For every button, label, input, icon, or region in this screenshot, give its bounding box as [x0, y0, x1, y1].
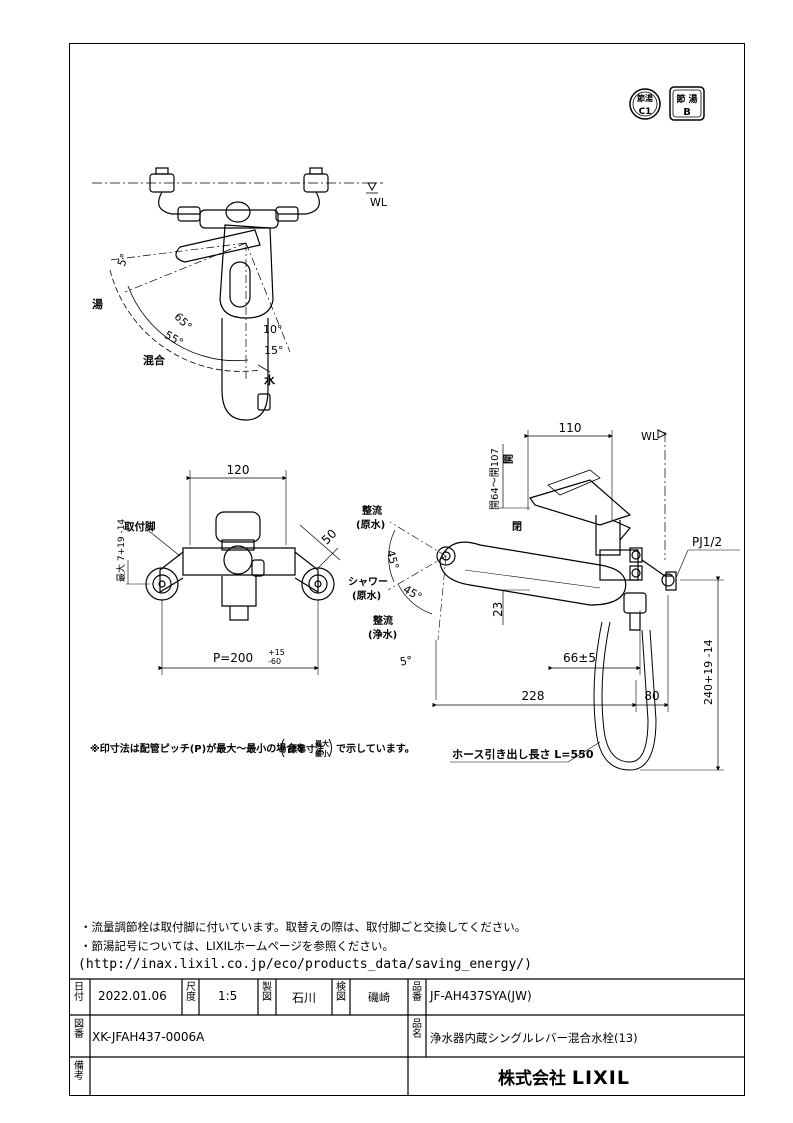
- dim-240: 240+19 -14: [702, 639, 715, 705]
- product-name-label: 品名: [412, 1019, 422, 1040]
- checked-value: 磯崎: [368, 991, 390, 1004]
- shower-label: シャワー: [348, 576, 388, 588]
- pitch-dim: P=200: [213, 651, 253, 665]
- svg-text:C1: C1: [639, 107, 652, 117]
- date-value: 2022.01.06: [98, 989, 167, 1003]
- top-view: [92, 167, 383, 421]
- mix-label: 混合: [143, 353, 166, 367]
- straight-raw-sub: (原水): [356, 518, 385, 531]
- hose-length-label: ホース引き出し長さ L=550: [452, 747, 594, 761]
- company-name: 株式会社 LIXIL: [498, 1064, 630, 1089]
- scale-label: 尺度: [186, 982, 196, 1003]
- angle-5: 5°: [115, 252, 131, 268]
- drawn-label: 製図: [262, 982, 272, 1003]
- shower-sub: (原水): [352, 589, 381, 602]
- straight-raw-label: 整流: [361, 504, 382, 517]
- hot-label: 湯: [92, 297, 103, 311]
- remarks-label: 備考: [74, 1061, 84, 1082]
- close-label: 閉: [512, 521, 522, 533]
- dim-110: 110: [559, 421, 582, 435]
- note-3-url: (http://inax.lixil.co.jp/eco/products_da…: [78, 957, 532, 972]
- badge-c1: 節湯 C1: [629, 88, 661, 120]
- lixil-logo: LIXIL: [571, 1067, 630, 1089]
- checked-label: 検図: [336, 982, 346, 1003]
- mount-leg-label: 取付脚: [124, 520, 156, 533]
- note-1: ・流量調節栓は取付脚に付いています。取替えの際は、取付脚ごと交換してください。: [80, 920, 527, 934]
- pitch-tol-down: -60: [268, 657, 281, 666]
- open-range-dim: 開64～開107: [489, 448, 501, 510]
- svg-text:※印寸法は配管ピッチ(P)が最大～最小の場合を: ※印寸法は配管ピッチ(P)が最大～最小の場合を: [90, 742, 306, 755]
- company-label: 株式会社: [498, 1069, 566, 1089]
- footnote: ※印寸法は配管ピッチ(P)が最大～最小の場合を 標準寸法 最大 最小 で示してい…: [90, 738, 415, 758]
- dim-vertical-7: 最大 7+19 -14: [115, 519, 127, 582]
- svg-text:B: B: [683, 107, 691, 118]
- dim-23: 23: [491, 602, 505, 617]
- pj-label: PJ1/2: [692, 535, 722, 549]
- svg-text:節湯: 節湯: [637, 93, 653, 103]
- pitch-tol-up: +15: [268, 648, 285, 657]
- angle-45a: 45°: [384, 549, 402, 571]
- drawing-no-label: 図番: [74, 1019, 84, 1040]
- angle-5b: 5°: [399, 654, 414, 669]
- straight-pure-sub: (浄水): [368, 628, 397, 641]
- drawing-no-value: XK-JFAH437-0006A: [92, 1030, 205, 1044]
- wl-label-side: WL: [641, 430, 659, 443]
- side-view: [387, 429, 740, 771]
- straight-pure-label: 整流: [372, 614, 393, 627]
- drawn-value: 石川: [292, 991, 317, 1005]
- front-view: [126, 470, 341, 675]
- date-label: 日付: [74, 982, 84, 1003]
- open-label: 開: [503, 454, 515, 464]
- product-name-value: 浄水器内蔵シングルレバー混合水栓(13): [430, 1031, 638, 1045]
- dim-80: 80: [644, 689, 659, 703]
- product-no-label: 品番: [412, 982, 422, 1003]
- svg-text:標準寸法: 標準寸法: [288, 743, 324, 755]
- svg-text:最小: 最小: [315, 749, 329, 758]
- angle-10: 10°: [263, 323, 283, 336]
- wl-label: WL: [370, 196, 388, 209]
- dim-228: 228: [522, 689, 545, 703]
- product-no-value: JF-AH437SYA(JW): [430, 989, 532, 1003]
- angle-15: 15°: [264, 344, 284, 357]
- svg-text:最大: 最大: [315, 739, 329, 748]
- svg-text:節 湯: 節 湯: [675, 93, 697, 105]
- drawing-sheet: [69, 43, 745, 1096]
- cold-label: 水: [264, 373, 276, 387]
- svg-text:で示しています。: で示しています。: [336, 743, 415, 755]
- note-2: ・節湯記号については、LIXILホームページを参照ください。: [80, 939, 394, 953]
- dim-120: 120: [227, 463, 250, 477]
- scale-value: 1:5: [218, 989, 238, 1003]
- dim-66: 66±5: [563, 651, 596, 665]
- badge-b: 節 湯 B: [669, 86, 705, 121]
